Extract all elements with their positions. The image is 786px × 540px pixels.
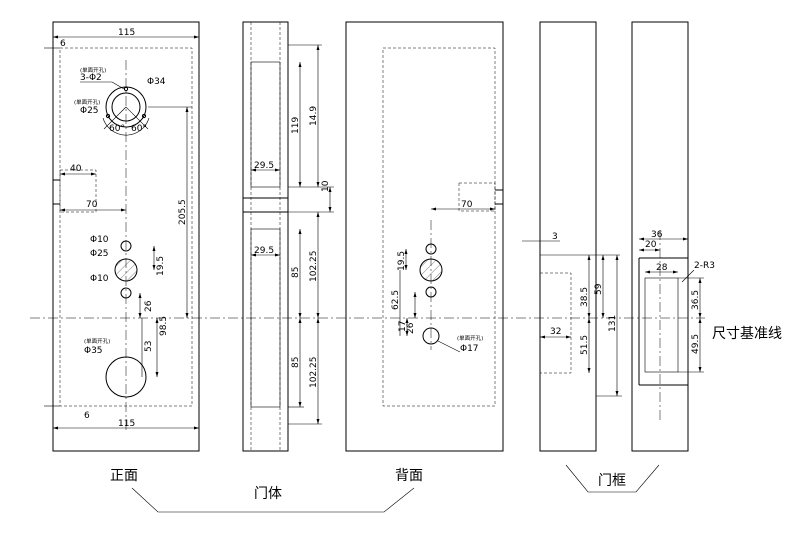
dimension-label: 28	[656, 263, 668, 273]
dimension-label: (单面开孔)	[74, 98, 100, 106]
dimension-label: 26	[144, 300, 154, 312]
dimension-label: 20	[645, 240, 657, 250]
dimension-label: 3-Φ2	[80, 73, 102, 83]
label-back: 背面	[395, 468, 423, 484]
dimension-label: 53	[144, 341, 154, 352]
door-side-view: 119 14.9 10 29.5 29.5 85 102.25 85 102.2…	[242, 21, 334, 452]
dimension-label: 62.5	[391, 290, 401, 310]
dimension-label: 6	[84, 411, 90, 421]
label-frame: 门框	[598, 473, 626, 489]
frame-side-view: 3 38.5 59 131 32 51.5	[522, 21, 622, 452]
dimension-label: 38.5	[580, 287, 590, 307]
dimension-label: 115	[118, 419, 135, 429]
dimension-label: 26	[406, 322, 416, 334]
dimension-label: 131	[608, 315, 618, 332]
dimension-label: Φ25	[90, 249, 109, 259]
back-view: 70 19.5 62.5 17 26 (单面开孔) Φ17	[345, 21, 504, 452]
dimension-label: 102.25	[309, 251, 319, 283]
frame-bracket	[565, 464, 660, 493]
label-door-body: 门体	[254, 486, 282, 502]
dimension-label: 2-R3	[694, 261, 715, 271]
dimension-label: (单面开孔)	[84, 337, 110, 345]
dimension-label: 85	[291, 267, 301, 278]
dimension-label: 29.5	[254, 246, 274, 256]
front-view: 115 6 115 6 (单面开孔) 3-Φ2 Φ34 (单面开孔) Φ25 6…	[44, 21, 200, 452]
dimension-label: 70	[86, 200, 98, 210]
dimension-label: Φ34	[147, 77, 166, 87]
door-body-bracket	[131, 487, 415, 513]
dimension-label: 119	[291, 117, 301, 134]
dimension-label: 6	[60, 39, 66, 49]
dimension-label: 36.5	[691, 290, 701, 310]
dimension-label: 40	[70, 164, 82, 174]
dimension-label: 70	[461, 200, 473, 210]
dimension-label: Φ10	[90, 274, 109, 284]
dimension-label: 60°	[131, 124, 147, 134]
dimension-label: Φ17	[460, 344, 479, 354]
dimension-label: 98.5	[159, 316, 169, 336]
dimension-label: 19.5	[397, 251, 407, 271]
dimension-label: 115	[118, 28, 135, 38]
datum-label: 尺寸基准线	[712, 325, 782, 342]
dimension-label: (单面开孔)	[80, 66, 106, 74]
dimension-label: Φ25	[80, 106, 99, 116]
dimension-label: 29.5	[254, 161, 274, 171]
dimension-label: 14.9	[309, 106, 319, 126]
dimension-label: 59	[594, 283, 604, 295]
frame-front-view: 36 20 28 2-R3 36.5 49.5	[631, 21, 715, 452]
dimension-label: 85	[291, 357, 301, 368]
dimension-label: 32	[550, 327, 561, 337]
dimension-label: Φ35	[84, 346, 103, 356]
dimension-label: 102.25	[309, 357, 319, 389]
dimension-label: 3	[552, 232, 558, 242]
dimension-label: 17	[398, 321, 408, 332]
dimension-label: 51.5	[580, 335, 590, 355]
dimension-label: 49.5	[691, 334, 701, 354]
dimension-label: 60°	[109, 124, 125, 134]
dimension-label: 36	[651, 230, 663, 240]
dimension-label: 10	[321, 180, 331, 192]
dimension-label: 19.5	[156, 256, 166, 276]
dimension-label: (单面开孔)	[457, 334, 483, 342]
label-front: 正面	[110, 468, 138, 484]
dimension-label: Φ10	[90, 235, 109, 245]
dimension-label: 205.5	[178, 199, 188, 225]
